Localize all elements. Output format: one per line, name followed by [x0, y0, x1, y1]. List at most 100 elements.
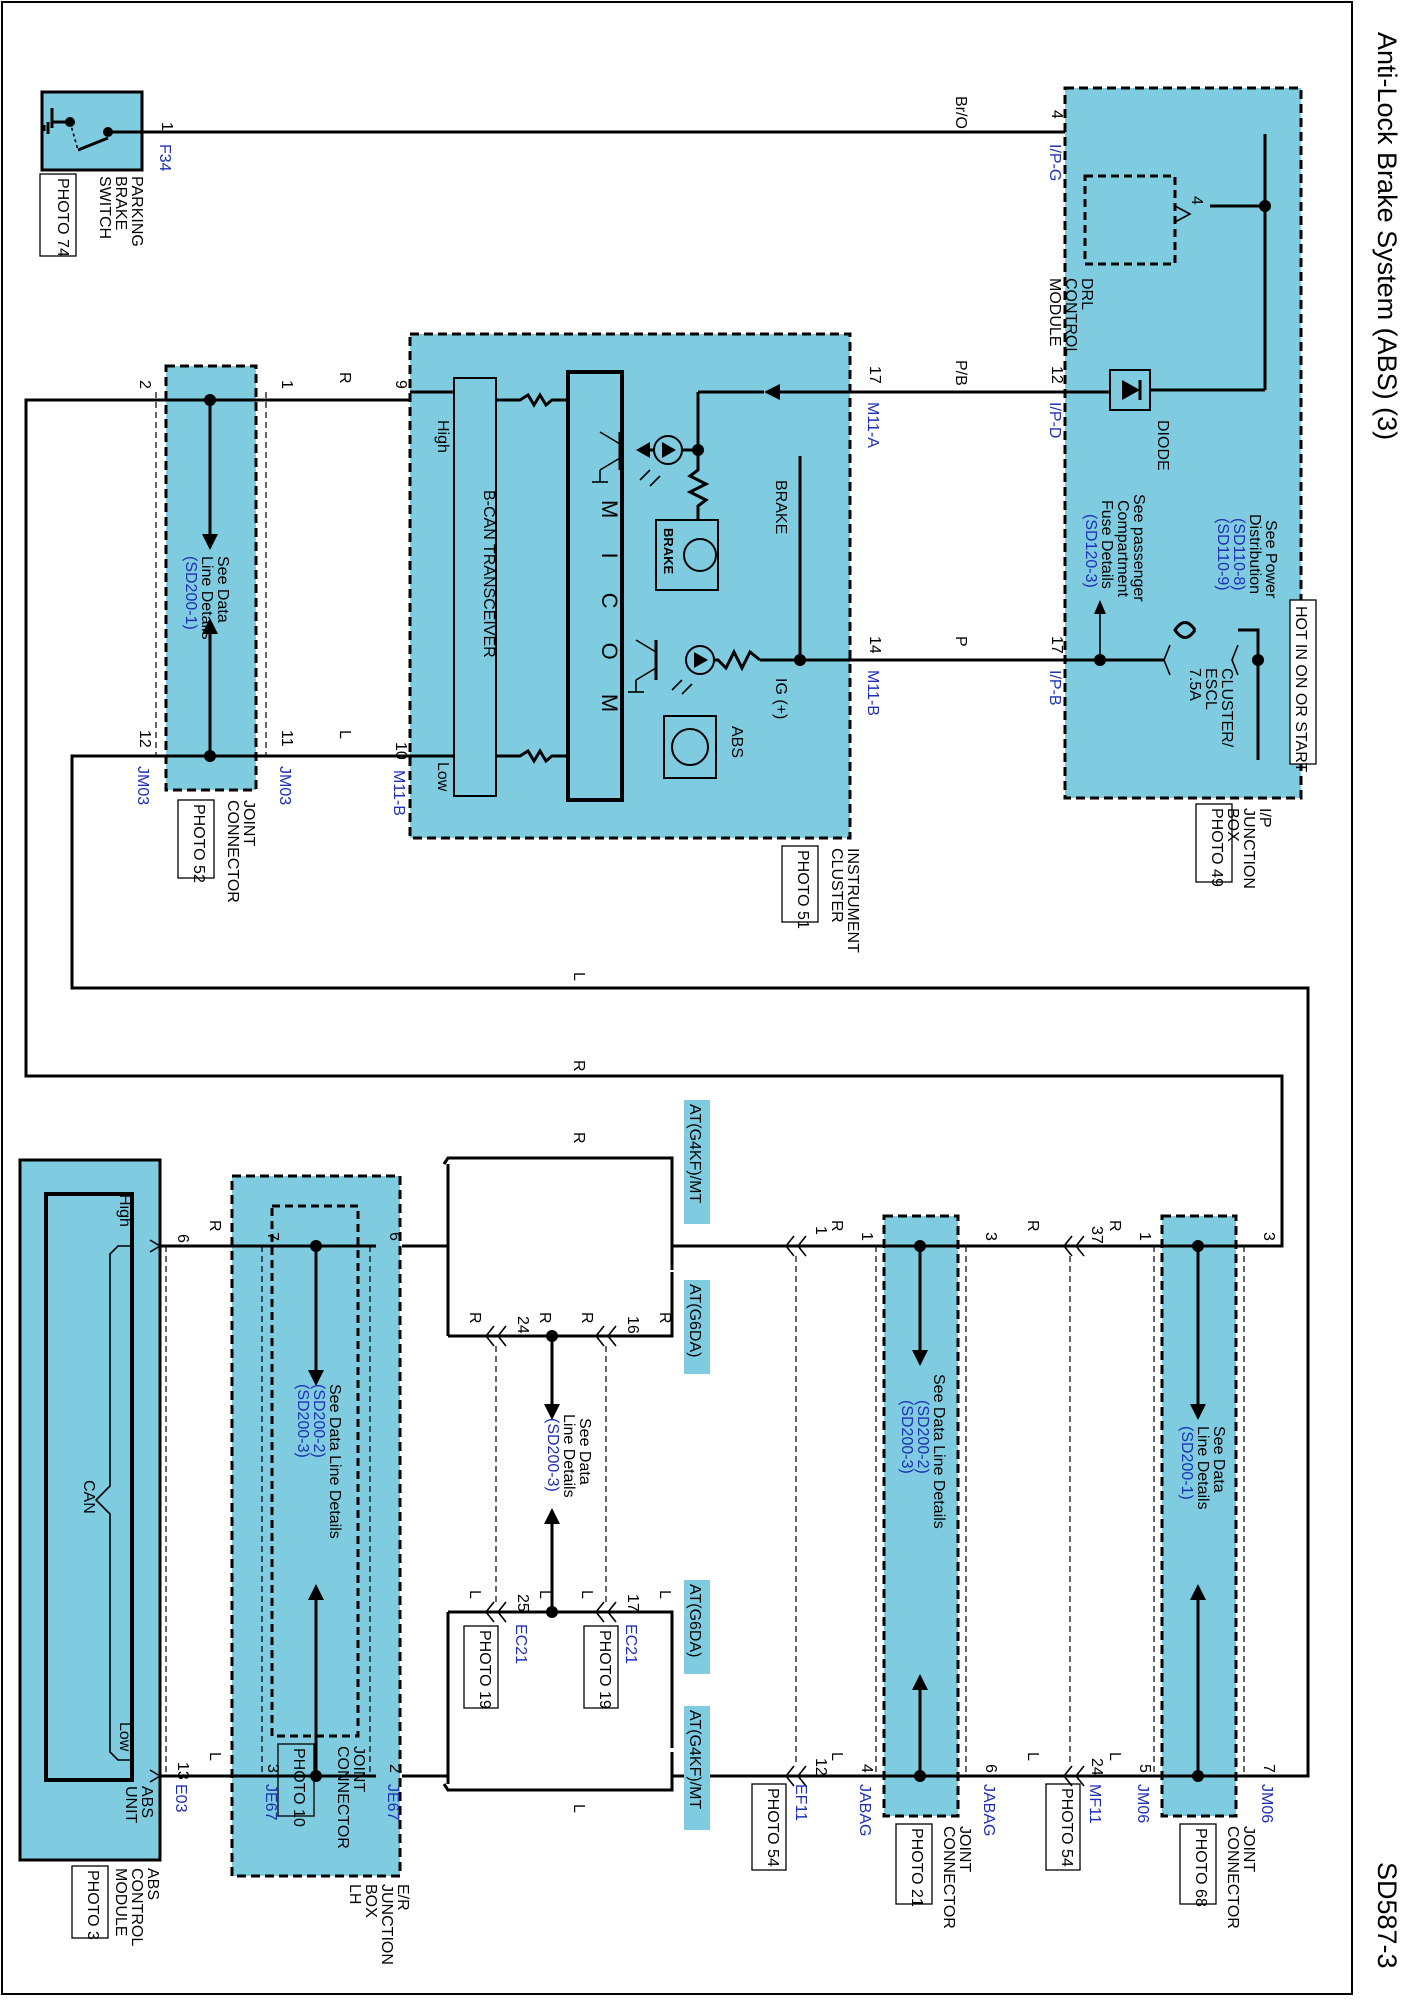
hot-label: HOT IN ON OR START [1292, 606, 1309, 772]
ef11-conn[interactable]: EF11 [792, 1784, 809, 1821]
ec21-conn-25[interactable]: EC21 [512, 1624, 529, 1664]
wire-l-ef11-label: L [828, 1752, 845, 1761]
jm06-conn-7[interactable]: JM06 [1258, 1784, 1275, 1823]
abs-control-module [18, 1158, 162, 1862]
mf11-photo: PHOTO 54 [1058, 1788, 1075, 1867]
ic-label-2: CLUSTER [828, 848, 845, 923]
power-dist-1: See Power [1262, 520, 1279, 599]
erjb-conn-2[interactable]: JE67 [384, 1784, 401, 1821]
mf11-conn[interactable]: MF11 [1086, 1784, 1103, 1824]
jm03-pin-12: 12 [136, 730, 153, 748]
jm06-see-link[interactable]: (SD200-1) [1178, 1426, 1195, 1500]
mf11-pin-24: 24 [1088, 1758, 1105, 1776]
jabag-pin-1: 1 [858, 1232, 875, 1241]
jm06-pin-1: 1 [1136, 1232, 1153, 1241]
erjb-label-2: JUNCTION [378, 1884, 395, 1965]
fuse-details-2: Compartment [1114, 500, 1131, 597]
jabag-pin-4: 4 [858, 1764, 875, 1773]
ec21-pin-17: 17 [624, 1594, 641, 1612]
jm03-pin-1: 1 [278, 380, 295, 389]
jm03-label-1: JOINT [240, 800, 257, 846]
abs-pin-13: 13 [174, 1762, 191, 1780]
drl-label-2: CONTROL [1062, 278, 1079, 356]
ic-photo: PHOTO 51 [794, 850, 811, 929]
ic-conn-m11b-low[interactable]: M11-B [390, 770, 407, 816]
jm06-conn-5[interactable]: JM06 [1134, 1784, 1151, 1823]
erjb-conn-3[interactable]: JE67 [262, 1784, 279, 1821]
power-dist-link-2[interactable]: (SD110-9) [1214, 518, 1231, 591]
page-code: SD587-3 [1372, 1862, 1402, 1969]
fuse-details-3: Fuse Details [1098, 500, 1115, 589]
wire-l-top-label: L [336, 730, 353, 739]
instrument-cluster: BRAKE [408, 332, 852, 840]
wire-l-mf11-label: L [1024, 1752, 1041, 1761]
abs-photo: PHOTO 3 [84, 1870, 101, 1940]
ec21-pin-24: 24 [514, 1316, 531, 1334]
wire-r-long [24, 398, 1284, 1248]
ipjb-conn-ipb[interactable]: I/P-B [1046, 670, 1063, 706]
drl-label-3: MODULE [1046, 278, 1063, 346]
power-dist-2: Distribution [1246, 514, 1263, 594]
wire-r-bracket-label: R [570, 1132, 587, 1144]
mf11-pin-37: 37 [1088, 1226, 1105, 1244]
ef11-photo: PHOTO 54 [764, 1788, 781, 1867]
ec21-wire-l-1: L [656, 1590, 673, 1599]
abs-label-1: ABS [144, 1868, 161, 1900]
er-junction-box [230, 1174, 402, 1878]
jabag-see-1: See Data Line Details [930, 1374, 947, 1529]
jm03-pin-11: 11 [278, 730, 295, 747]
wire-r-top-label: R [336, 372, 353, 384]
wire-l-bracket-label: L [570, 1804, 587, 1813]
wire-p-b-label: P/B [952, 360, 969, 386]
abs-low-label: Low [116, 1722, 133, 1752]
wire-r-long-label: R [570, 1060, 587, 1072]
ec21-wire-r-1: R [656, 1312, 673, 1324]
erjb-pin-3: 3 [264, 1764, 281, 1773]
ec21-wire-l-3: L [536, 1590, 553, 1599]
ipjb-conn-ipg[interactable]: I/P-G [1046, 144, 1063, 181]
pbs-label-1: PARKING [128, 176, 145, 247]
jm06-see-1: See Data [1210, 1426, 1227, 1493]
wire-r-ef11-label: R [828, 1220, 845, 1232]
ec21-wire-l-4: L [466, 1590, 483, 1599]
ec21-photo-25: PHOTO 19 [476, 1630, 493, 1709]
pbs-conn[interactable]: F34 [156, 144, 173, 172]
jm06-see-2: Line Details [1194, 1426, 1211, 1510]
jabag-see-link-1[interactable]: (SD200-2) [914, 1400, 931, 1474]
ipjb-conn-ipd[interactable]: I/P-D [1046, 402, 1063, 438]
abs-high-label: High [116, 1194, 133, 1227]
ic-conn-m11b[interactable]: M11-B [864, 670, 881, 716]
ec21-see-link[interactable]: (SD200-3) [544, 1418, 561, 1492]
drl-label-1: DRL [1078, 278, 1095, 310]
erjb-see-link-1[interactable]: (SD200-2) [310, 1384, 327, 1458]
ec21-conn-17[interactable]: EC21 [622, 1624, 639, 1664]
abs-conn-e03[interactable]: E03 [172, 1784, 189, 1813]
joint-connector-jm06 [1148, 1214, 1252, 1818]
power-dist-link-1[interactable]: (SD110-8) [1230, 518, 1247, 591]
jm03-label-2: CONNECTOR [224, 800, 241, 903]
wire-l-long-label: L [570, 972, 587, 981]
variant-tag-2: AT(G6DA) [686, 1284, 703, 1357]
ec21-wire-r-2: R [578, 1312, 595, 1324]
jm03-photo: PHOTO 52 [190, 804, 207, 883]
ic-conn-m11a[interactable]: M11-A [864, 402, 881, 448]
jabag-see-link-2[interactable]: (SD200-3) [898, 1400, 915, 1474]
ic-pin-14: 14 [866, 636, 883, 654]
ec21-pin-25: 25 [514, 1594, 531, 1612]
jm03-see-2: Line Details [198, 556, 215, 640]
ipjb-label-1: I/P [1256, 808, 1273, 828]
jm03-see-link[interactable]: (SD200-1) [182, 556, 199, 630]
erjb-pin-7: 7 [264, 1232, 281, 1241]
erjb-see-link-2[interactable]: (SD200-3) [294, 1384, 311, 1458]
wire-r-abs-label: R [206, 1220, 223, 1232]
jabag-conn-6[interactable]: JABAG [980, 1784, 997, 1836]
jm03-conn-12[interactable]: JM03 [134, 766, 151, 805]
ic-brake-label: BRAKE [772, 480, 789, 534]
jabag-pin-3: 3 [982, 1232, 999, 1241]
jm03-conn-11[interactable]: JM03 [276, 766, 293, 805]
abs-unit-2: UNIT [122, 1786, 139, 1824]
abs-pin-6: 6 [174, 1234, 191, 1243]
jabag-conn-4[interactable]: JABAG [856, 1784, 873, 1836]
fuse-label-1: CLUSTER/ [1218, 668, 1235, 748]
fuse-details-link[interactable]: (SD120-3) [1082, 514, 1099, 588]
